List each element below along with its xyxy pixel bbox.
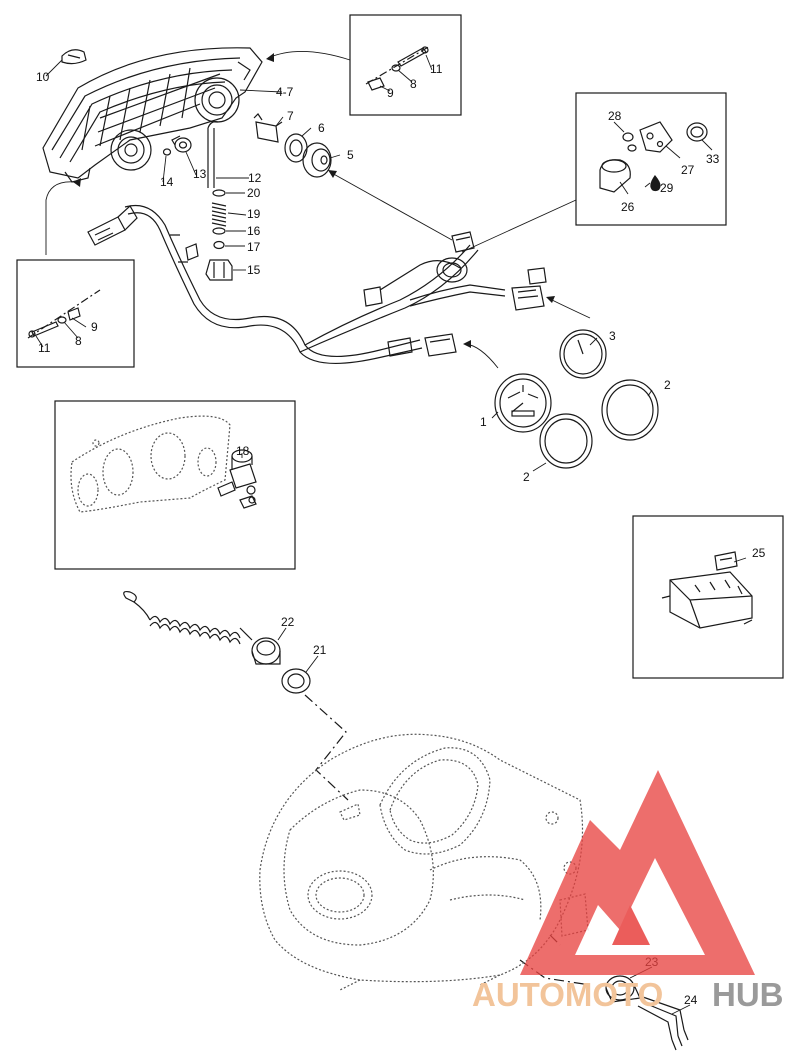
inset-box-screws-left — [16, 259, 135, 368]
callout-17: 17 — [247, 240, 261, 254]
clip-nut-part — [367, 77, 385, 91]
washer-20 — [212, 189, 226, 197]
callout-9-top: 9 — [387, 86, 394, 100]
small-nut-part — [622, 132, 637, 152]
watermark-automoto: AUTOMOTO — [472, 976, 663, 1013]
callout-5: 5 — [347, 148, 354, 162]
nut-17 — [213, 240, 225, 250]
nut-part — [162, 148, 172, 156]
drop-icon — [650, 175, 661, 192]
inset-box-bracket — [575, 92, 727, 226]
callout-15: 15 — [247, 263, 261, 277]
callout-7: 7 — [287, 109, 294, 123]
dust-cover-part — [302, 142, 332, 178]
fuse-relay-part — [714, 551, 738, 571]
callout-11-left: 11 — [38, 341, 51, 355]
callout-16: 16 — [247, 224, 261, 238]
watermark-hub: HUB — [712, 976, 784, 1013]
bulb-part — [253, 113, 283, 143]
adjuster-rod — [207, 121, 219, 188]
callout-13: 13 — [193, 167, 207, 181]
callout-21: 21 — [313, 643, 327, 657]
callout-3: 3 — [609, 329, 616, 343]
callout-18: 18 — [236, 444, 250, 458]
emergency-switch-part — [251, 637, 281, 665]
washer-part — [391, 64, 401, 72]
grommet-part — [171, 135, 192, 153]
arrowheads — [73, 53, 555, 348]
fuse-box-part — [661, 571, 753, 629]
callout-2-lower: 2 — [523, 470, 530, 484]
callout-9-left: 9 — [91, 320, 98, 334]
inset-box-fusebox — [632, 515, 784, 679]
relay-part — [599, 159, 631, 193]
callout-8-top: 8 — [410, 77, 417, 91]
washer-part-left — [57, 316, 67, 324]
inset-box-screws-top — [349, 14, 462, 116]
gauge-speedometer — [494, 373, 552, 433]
callout-10: 10 — [36, 70, 50, 84]
headlight-assembly — [42, 47, 263, 183]
spring-19 — [211, 202, 227, 227]
callout-29: 29 — [660, 181, 674, 195]
callout-33: 33 — [706, 152, 720, 166]
callout-6: 6 — [318, 121, 325, 135]
harness-connector-gauge — [387, 333, 457, 357]
callout-2-right: 2 — [664, 378, 671, 392]
dashdot-axis — [365, 45, 431, 85]
automotohub-logo — [520, 770, 755, 975]
switch-nut-part — [281, 668, 311, 694]
harness-connector-top — [451, 231, 475, 253]
callout-22: 22 — [281, 615, 295, 629]
harness-grommet — [436, 257, 468, 283]
key-switch-part — [605, 975, 641, 1003]
callout-26: 26 — [621, 200, 635, 214]
harness-connector-left — [87, 205, 138, 246]
inset-box-ignition — [54, 400, 296, 570]
gauge-tachometer — [559, 329, 607, 379]
gauge-bezel-ring-right — [601, 379, 659, 441]
callout-27: 27 — [681, 163, 695, 177]
instrument-panel-outline — [70, 415, 231, 513]
harness-connector-mid — [363, 286, 383, 307]
callout-19: 19 — [247, 207, 261, 221]
ignition-switch-part — [217, 449, 257, 497]
knob-15 — [205, 259, 233, 281]
screw-part — [397, 46, 429, 67]
clip-nut-part-left — [67, 307, 81, 321]
harness-connector-right — [511, 267, 547, 311]
washer-16 — [212, 227, 226, 235]
callout-12: 12 — [248, 171, 262, 185]
callout-20: 20 — [247, 186, 261, 200]
callout-1: 1 — [480, 415, 487, 429]
gauge-bezel-ring-lower — [539, 413, 593, 469]
harness-connector-extra — [185, 243, 199, 261]
callout-25: 25 — [752, 546, 766, 560]
callout-11-top: 11 — [430, 62, 443, 76]
callout-8-left: 8 — [75, 334, 82, 348]
callout-24: 24 — [684, 993, 698, 1007]
wiring-harness — [124, 204, 506, 364]
dashdot-axis-left — [27, 289, 101, 339]
callout-14: 14 — [160, 175, 174, 189]
lanyard-cord — [123, 591, 253, 645]
callout-4-7: 4-7 — [276, 85, 294, 99]
key-icon — [239, 495, 257, 509]
callout-28: 28 — [608, 109, 622, 123]
seal-ring-part — [686, 122, 708, 142]
clip-part — [61, 49, 87, 65]
